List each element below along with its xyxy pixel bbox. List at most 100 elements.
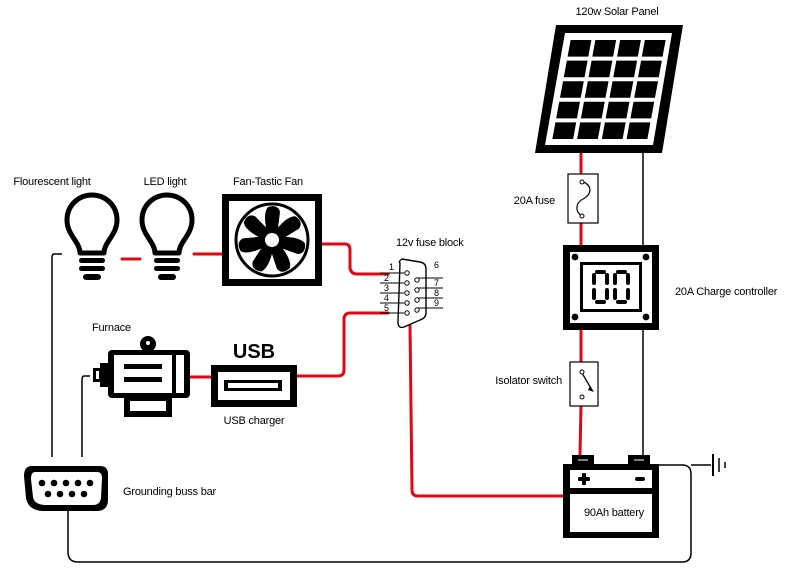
wire-light-ground — [51, 253, 62, 457]
furnace-label: Furnace — [92, 322, 131, 334]
display-segment — [605, 273, 609, 285]
fuse: 20A fuse — [514, 173, 599, 224]
bus-terminal — [44, 490, 52, 498]
solar-cell — [613, 60, 638, 78]
fan-label: Fan-Tastic Fan — [233, 176, 303, 188]
led-light-label: LED light — [144, 176, 187, 188]
fuse-block-pin-number: 5 — [384, 303, 389, 313]
isolator-switch-label: Isolator switch — [495, 375, 562, 387]
wire-ground-loop — [67, 464, 692, 563]
charge-controller-icon — [563, 245, 659, 330]
display-segment — [616, 270, 627, 274]
solar-panel-label: 120w Solar Panel — [575, 6, 658, 18]
usb-icon — [211, 365, 297, 407]
display-segment — [595, 300, 606, 304]
fuse-block-pin-number: 1 — [389, 262, 394, 272]
solar-cell — [588, 60, 613, 78]
ground-icon — [712, 454, 726, 476]
bus-terminal — [56, 490, 64, 498]
display-segment — [595, 270, 606, 274]
solar-cell — [617, 40, 641, 57]
bus-terminal — [74, 479, 82, 487]
bus-terminal — [80, 490, 88, 498]
battery: 90Ah battery — [563, 455, 659, 538]
bus-terminal — [86, 479, 94, 487]
display-segment — [592, 288, 596, 300]
motor-icon — [93, 336, 190, 417]
lightbulb-icon — [64, 192, 120, 280]
fan-blade — [269, 241, 291, 272]
wire-battery-to-fuse-block — [408, 323, 569, 498]
isolator-switch[interactable]: Isolator switch — [495, 361, 599, 407]
fuse-icon — [567, 173, 599, 224]
wire-fan-to-fuse-block — [320, 242, 390, 276]
display-segment — [616, 300, 627, 304]
fan-blade — [238, 236, 269, 253]
solar-cell — [567, 40, 592, 57]
battery-label: 90Ah battery — [584, 507, 645, 519]
fuse-block-pin-number: 2 — [384, 273, 389, 283]
fuse-block-pin-number: 3 — [384, 283, 389, 293]
solar-panel-icon — [535, 25, 683, 153]
solar-panel: 120w Solar Panel — [535, 6, 683, 153]
solar-cell — [634, 81, 659, 98]
fan-blade — [252, 241, 274, 272]
fuse-block-pin — [404, 300, 410, 306]
fuse-block-pin-number: 9 — [434, 298, 439, 308]
led-light: LED light — [139, 176, 195, 280]
fuse-block-pin — [404, 280, 410, 286]
solar-cell — [609, 81, 634, 98]
fluorescent-light: Flourescent light — [13, 176, 120, 280]
solar-cell — [584, 81, 609, 98]
fuse-block-label: 12v fuse block — [396, 237, 464, 249]
display-segment — [592, 273, 596, 285]
fan-blade — [274, 236, 306, 255]
display-segment — [605, 288, 609, 300]
battery-icon — [563, 455, 659, 538]
furnace: Furnace — [92, 322, 190, 417]
fuse-block-pin-number: 6 — [434, 260, 439, 270]
usb-charger-label: USB charger — [224, 415, 285, 427]
display-segment — [613, 273, 617, 285]
display-segment — [626, 273, 630, 285]
fuse-block-pin — [404, 310, 410, 316]
wire-usb-to-fuse-block — [295, 311, 390, 378]
fuse-block-pin-number: 7 — [434, 278, 439, 288]
fuse-block-pin — [404, 270, 410, 276]
wire-switch-to-battery — [578, 403, 583, 457]
grounding-buss-bar-label: Grounding buss bar — [123, 486, 217, 498]
fuse-block-pin-number: 4 — [384, 293, 389, 303]
bus-terminal — [68, 490, 76, 498]
switch-icon[interactable] — [569, 361, 599, 407]
solar-cell — [556, 101, 580, 119]
solar-cell — [563, 60, 588, 78]
charge-controller: 20A Charge controller — [563, 245, 778, 330]
fan-blade — [272, 216, 301, 242]
fuse-block-pin — [414, 307, 420, 313]
wires — [51, 150, 711, 563]
solar-cell — [559, 81, 584, 98]
fuse-block-pin — [414, 287, 420, 293]
lightbulb-icon — [139, 192, 195, 280]
fan: Fan-Tastic Fan — [222, 176, 322, 286]
fan-blade — [243, 215, 272, 241]
fuse-block-pin-number: 8 — [434, 288, 439, 298]
bus-terminal — [38, 479, 46, 487]
fluorescent-light-label: Flourescent light — [13, 176, 90, 188]
usb-charger: USB USB charger — [211, 341, 297, 427]
bus-terminal — [62, 479, 70, 487]
fan-blade — [265, 206, 280, 236]
display-segment — [626, 288, 630, 300]
solar-cell — [601, 122, 626, 139]
fuse-block-pin — [414, 297, 420, 303]
battery-negative-icon — [635, 477, 645, 481]
display-segment — [613, 288, 617, 300]
solar-cell — [577, 122, 601, 139]
solar-cell — [626, 122, 651, 139]
solar-cell — [641, 40, 666, 57]
solar-cell — [605, 101, 630, 119]
bus-terminal — [50, 479, 58, 487]
solar-cell — [592, 40, 617, 57]
grounding-buss-bar: Grounding buss bar — [24, 466, 217, 511]
